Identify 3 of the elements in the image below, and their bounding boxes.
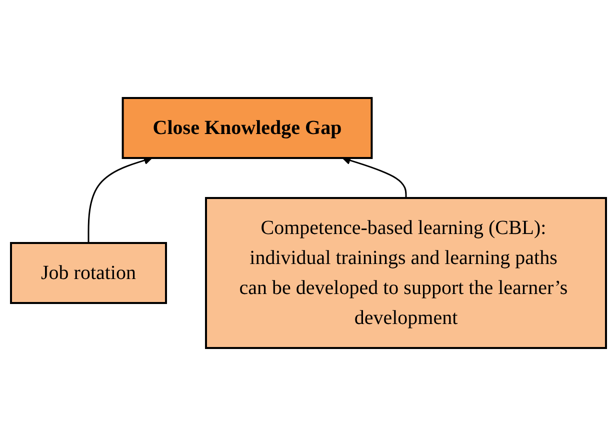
node-box: Close Knowledge Gap bbox=[121, 97, 372, 159]
node-box: Job rotation bbox=[10, 242, 166, 304]
node-box: Competence-based learning (CBL): individual trainings and learning paths can be developed to support the learner’s development bbox=[204, 197, 606, 349]
